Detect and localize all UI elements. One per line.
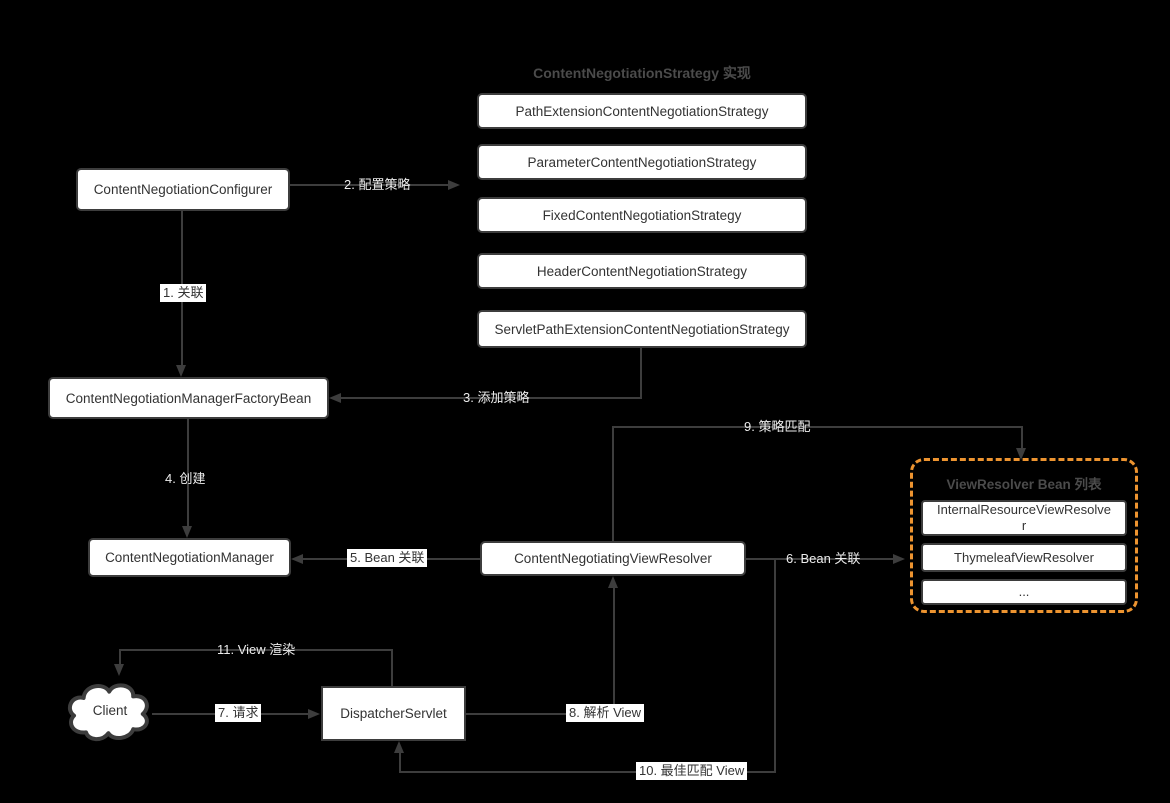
node-servlet-path-extension-strategy: ServletPathExtensionContentNegotiationSt… xyxy=(477,310,807,348)
connector-line xyxy=(612,427,614,541)
connector-line xyxy=(746,558,893,560)
edge-label-10: 10. 最佳匹配 View xyxy=(636,762,748,780)
node-content-negotiation-manager: ContentNegotiationManager xyxy=(88,538,291,577)
edge-label-8: 8. 解析 View xyxy=(566,704,645,722)
arrowhead-right-icon xyxy=(308,709,320,719)
arrowhead-down-icon xyxy=(182,526,192,538)
edge-label-3: 3. 添加策略 xyxy=(463,390,530,405)
arrowhead-left-icon xyxy=(329,393,341,403)
connector-line xyxy=(640,348,642,398)
node-thymeleaf-view-resolver: ThymeleafViewResolver xyxy=(921,543,1127,572)
arrowhead-up-icon xyxy=(608,576,618,588)
connector-line xyxy=(187,419,189,527)
node-content-negotiation-manager-factory-bean: ContentNegotiationManagerFactoryBean xyxy=(48,377,329,419)
connector-line xyxy=(341,397,642,399)
connector-line xyxy=(119,649,393,651)
connector-line xyxy=(399,771,776,773)
edge-label-4: 4. 创建 xyxy=(165,471,206,486)
arrowhead-down-icon xyxy=(114,664,124,676)
arrowhead-right-icon xyxy=(448,180,460,190)
view-resolver-group-title: ViewResolver Bean 列表 xyxy=(946,477,1102,492)
edge-label-9: 9. 策略匹配 xyxy=(744,419,811,434)
node-other-view-resolvers: ... xyxy=(921,579,1127,605)
node-dispatcher-servlet: DispatcherServlet xyxy=(321,686,466,741)
node-client-cloud: Client xyxy=(62,672,158,748)
cloud-icon xyxy=(68,683,149,742)
edge-label-6: 6. Bean 关联 xyxy=(786,551,861,566)
connector-line xyxy=(391,650,393,686)
edge-label-1: 1. 关联 xyxy=(160,284,207,302)
edge-label-7: 7. 请求 xyxy=(215,704,262,722)
arrowhead-down-icon xyxy=(176,365,186,377)
connector-line xyxy=(613,588,615,715)
node-content-negotiating-view-resolver: ContentNegotiatingViewResolver xyxy=(480,541,746,576)
edge-label-11: 11. View 渲染 xyxy=(217,642,296,657)
node-parameter-strategy: ParameterContentNegotiationStrategy xyxy=(477,144,807,180)
connector-line xyxy=(466,713,615,715)
client-label: Client xyxy=(92,702,128,718)
view-resolver-bean-list-group: ViewResolver Bean 列表 InternalResourceVie… xyxy=(910,458,1138,613)
strategy-column-title: ContentNegotiationStrategy 实现 xyxy=(533,65,751,81)
node-header-strategy: HeaderContentNegotiationStrategy xyxy=(477,253,807,289)
node-path-extension-strategy: PathExtensionContentNegotiationStrategy xyxy=(477,93,807,129)
node-fixed-strategy: FixedContentNegotiationStrategy xyxy=(477,197,807,233)
edge-label-5: 5. Bean 关联 xyxy=(347,549,428,567)
edge-label-2: 2. 配置策略 xyxy=(344,177,411,192)
arrowhead-up-icon xyxy=(394,741,404,753)
connector-line xyxy=(290,184,448,186)
node-content-negotiation-configurer: ContentNegotiationConfigurer xyxy=(76,168,290,211)
arrowhead-right-icon xyxy=(893,554,905,564)
arrowhead-down-icon xyxy=(1016,448,1026,460)
arrowhead-left-icon xyxy=(291,554,303,564)
connector-line xyxy=(1021,426,1023,448)
connector-line xyxy=(612,426,1023,428)
connector-line xyxy=(399,753,401,772)
connector-line xyxy=(774,559,776,773)
node-internal-resource-view-resolver: InternalResourceViewResolver xyxy=(921,500,1127,536)
connector-line xyxy=(119,649,121,664)
